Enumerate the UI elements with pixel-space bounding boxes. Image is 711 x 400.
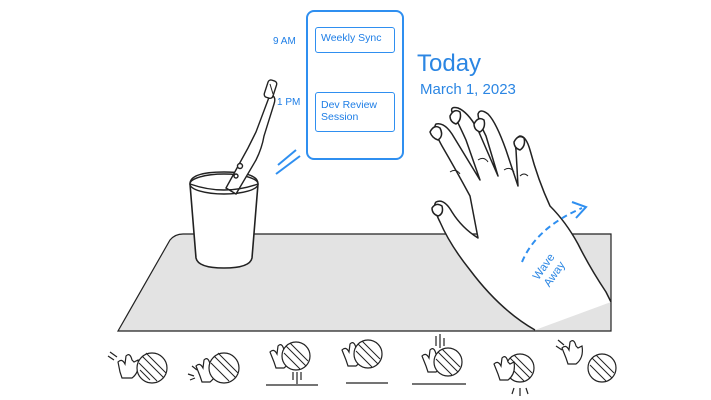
event-dev-review[interactable]: Dev Review Session	[315, 92, 395, 132]
link-line	[277, 149, 297, 166]
gesture-step-7	[555, 339, 617, 383]
gesture-step-5	[412, 334, 466, 385]
event-weekly-sync[interactable]: Weekly Sync	[315, 27, 395, 53]
event-title: Dev Review Session	[321, 99, 378, 123]
event-title: Weekly Sync	[321, 32, 382, 44]
gesture-step-6	[493, 353, 535, 396]
calendar-panel: Weekly Sync Dev Review Session	[306, 10, 404, 160]
today-date: March 1, 2023	[420, 81, 516, 98]
time-label-1pm: 1 PM	[277, 97, 301, 108]
gesture-step-3	[266, 341, 318, 386]
gesture-step-2	[187, 352, 240, 384]
hand-icon	[429, 106, 612, 331]
gesture-step-1	[107, 351, 168, 384]
wave-arrow-icon	[521, 201, 588, 263]
today-title: Today	[417, 50, 482, 77]
cup-front-rim	[189, 183, 259, 191]
time-label-9am: 9 AM	[273, 36, 296, 47]
gesture-step-4	[341, 339, 388, 384]
toothbrush-icon	[225, 79, 278, 195]
link-line	[275, 155, 301, 175]
